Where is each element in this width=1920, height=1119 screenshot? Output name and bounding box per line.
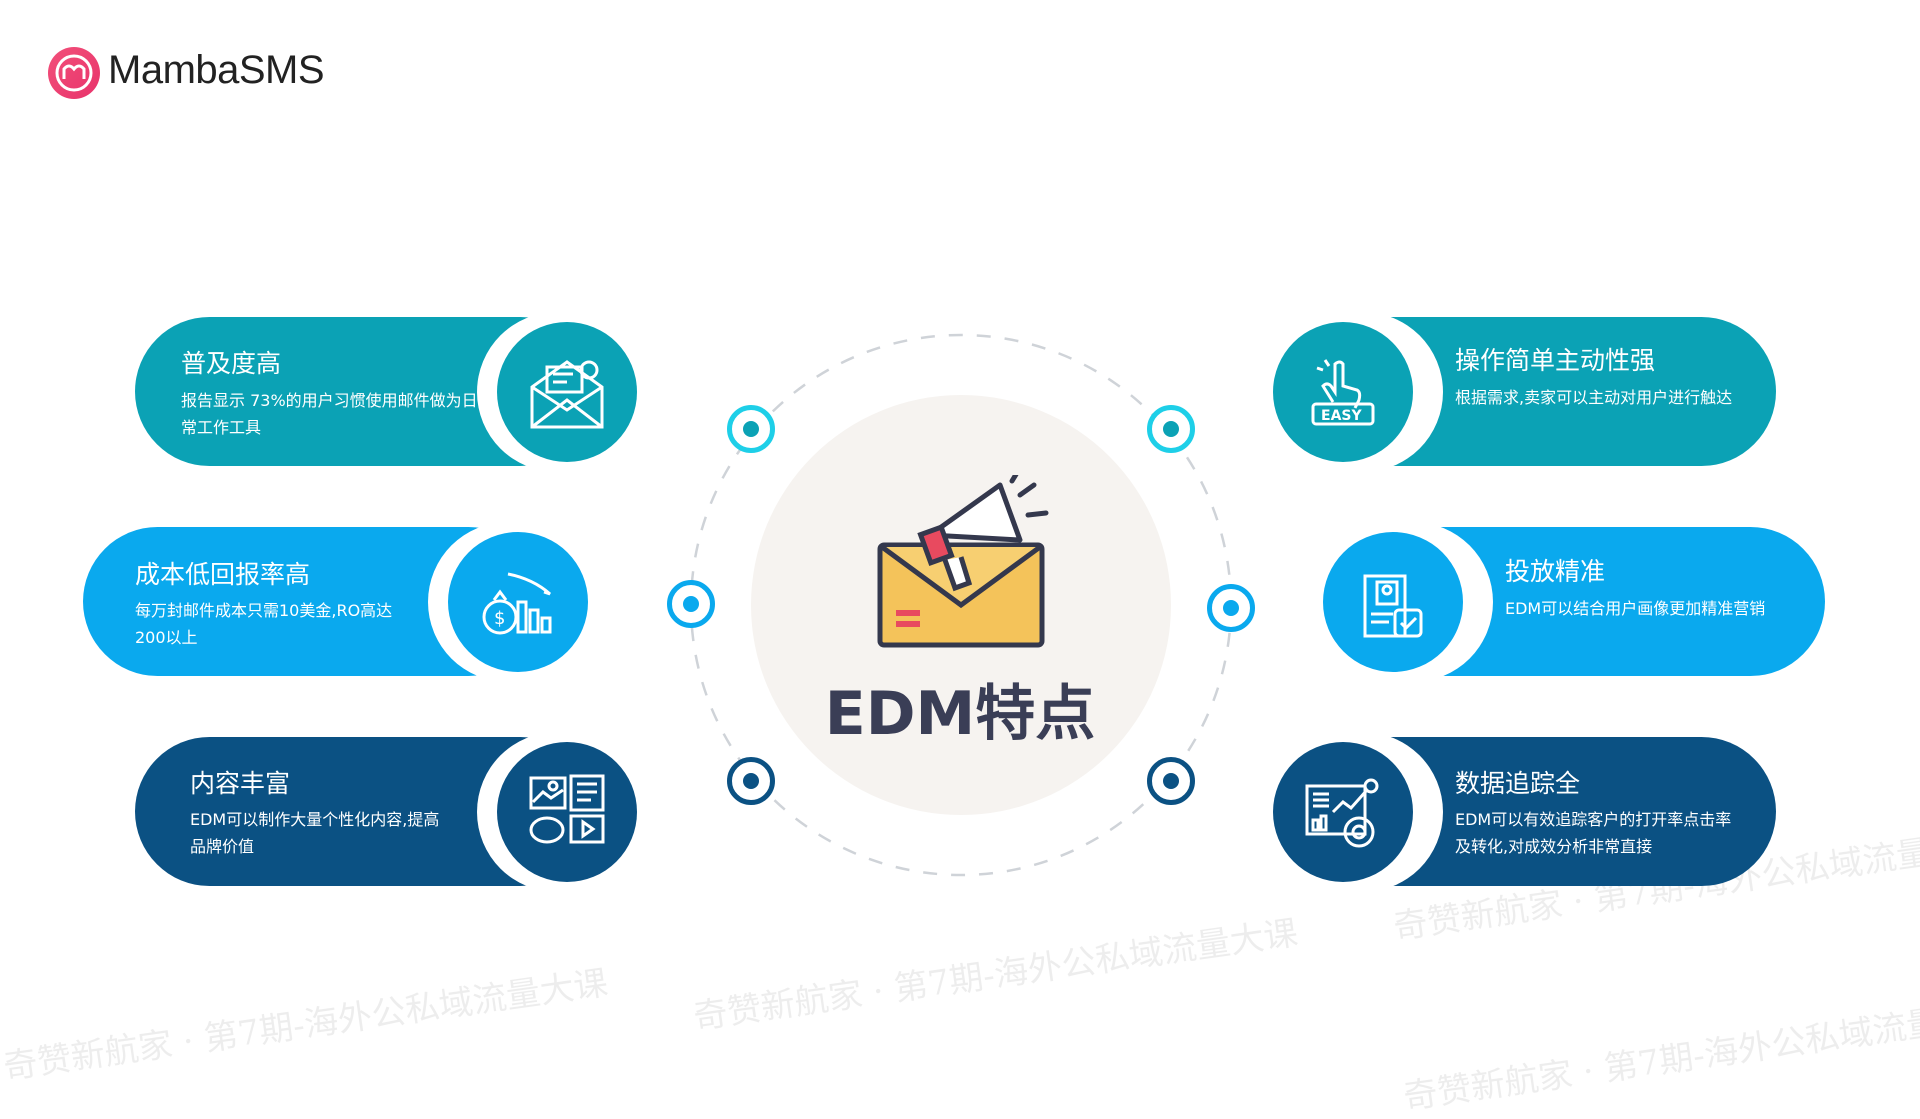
- easy-hand-icon: EASY: [1273, 322, 1413, 462]
- svg-text:EASY: EASY: [1321, 408, 1362, 424]
- feature-title: 投放精准: [1505, 557, 1606, 586]
- analytics-dashboard-icon: [1273, 742, 1413, 882]
- mambasms-logo-icon: [48, 47, 100, 99]
- envelope-icon: [497, 322, 637, 462]
- connector-dot: [667, 580, 715, 628]
- money-bag-chart-icon: $: [448, 532, 588, 672]
- watermark: 奇赞新航家 · 第7期-海外公私域流量大课: [1401, 993, 1920, 1118]
- center-title: EDM特点: [824, 679, 1096, 749]
- feature-body: 根据需求,卖家可以主动对用户进行触达: [1455, 388, 1733, 407]
- feature-title: 内容丰富: [190, 769, 291, 798]
- svg-text:$: $: [494, 608, 505, 629]
- feature-body: EDM可以结合用户画像更加精准营销: [1505, 599, 1766, 618]
- connector-dot: [727, 757, 775, 805]
- connector-dot: [727, 405, 775, 453]
- feature-body: 报告显示 73%的用户习惯使用邮件做为日常工作工具: [181, 391, 478, 437]
- connector-dot: [1147, 757, 1195, 805]
- content-media-icon: [497, 742, 637, 882]
- profile-document-icon: [1323, 532, 1463, 672]
- brand-name: MambaSMS: [108, 48, 325, 92]
- feature-title: 数据追踪全: [1455, 769, 1581, 798]
- connector-dot: [1147, 405, 1195, 453]
- connector-dot: [1207, 584, 1255, 632]
- watermark: 奇赞新航家 · 第7期-海外公私域流量大课: [691, 913, 1301, 1038]
- feature-title: 操作简单主动性强: [1455, 346, 1656, 375]
- feature-body: EDM可以制作大量个性化内容,提高品牌价值: [190, 810, 440, 856]
- watermark: 奇赞新航家 · 第7期-海外公私域流量大课: [1, 963, 611, 1088]
- feature-body: 每万封邮件成本只需10美金,RO高达200以上: [135, 601, 393, 647]
- feature-title: 成本低回报率高: [135, 560, 311, 589]
- feature-body: EDM可以有效追踪客户的打开率点击率及转化,对成效分析非常直接: [1455, 810, 1732, 856]
- feature-title: 普及度高: [181, 349, 282, 378]
- megaphone-envelope-icon: [877, 475, 1049, 648]
